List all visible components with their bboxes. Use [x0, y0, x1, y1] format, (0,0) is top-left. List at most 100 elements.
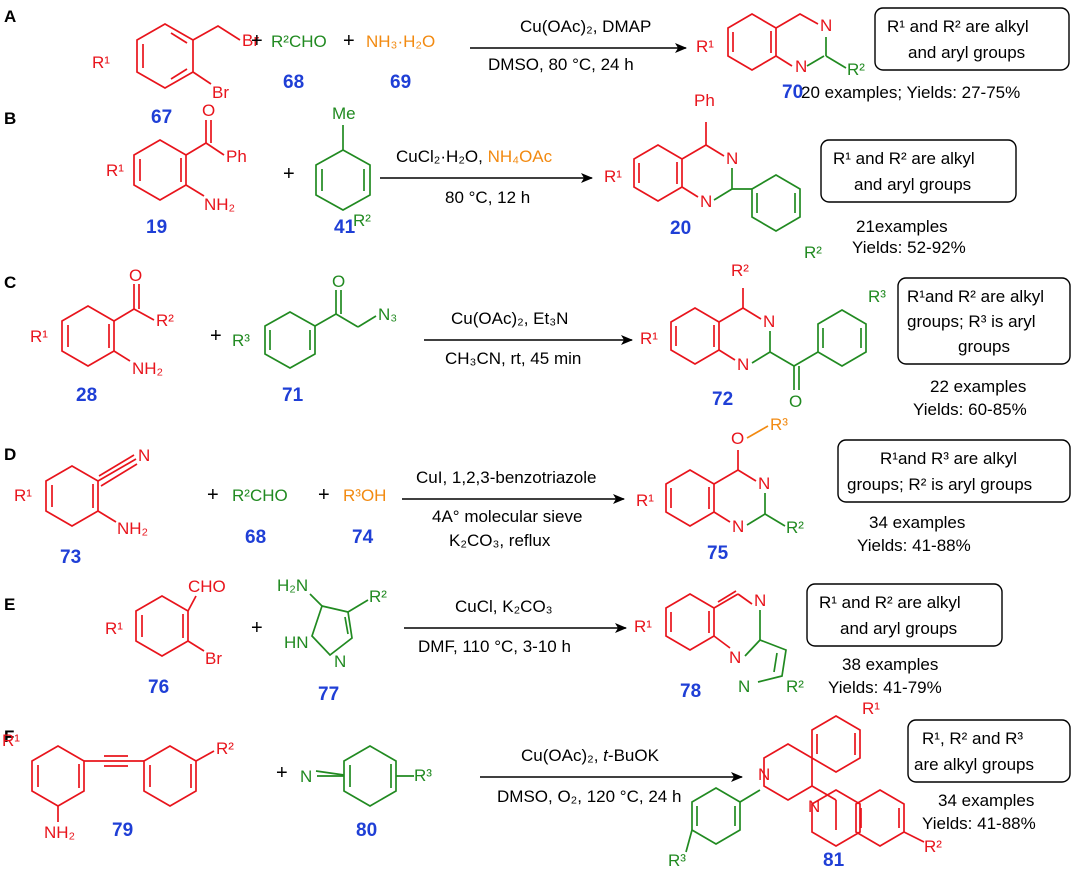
panel-label-a: A [4, 7, 16, 26]
atom-n: N [732, 517, 744, 536]
atom-nh2: NH₂ [44, 823, 75, 842]
atom-r3: R³ [668, 851, 686, 870]
compound-id: 72 [712, 389, 733, 410]
compound-id: 67 [151, 107, 172, 128]
box-line: R¹and R³ are alkyl [880, 449, 1017, 468]
result-text: 34 examples [938, 791, 1034, 810]
box-line: R¹ and R² are alkyl [833, 149, 975, 168]
compound-78-structure: N N N R² R¹ [634, 590, 804, 696]
compound-id: 20 [670, 218, 691, 239]
atom-n3: N₃ [378, 305, 397, 324]
plus-sign: + [210, 325, 222, 347]
compound-id: 69 [390, 72, 411, 93]
compound-70-structure: N N R² R¹ [696, 13, 865, 79]
atom-nh2: NH₂ [117, 519, 148, 538]
result-text: Yields: 41-79% [828, 678, 942, 697]
compound-72-structure: R² N N O R³ R¹ [640, 261, 886, 411]
plus-sign: + [207, 484, 219, 506]
reagent-r3oh: R³OH [343, 486, 386, 505]
panel-a: A Br Br R¹ 67 + R²CHO 68 + NH₃·H₂O 69 Cu… [4, 7, 1070, 128]
plus-sign: + [251, 617, 263, 639]
condition-top: Cu(OAc)₂, DMAP [520, 17, 651, 36]
atom-r2: R² [847, 60, 865, 79]
atom-ph: Ph [226, 147, 247, 166]
atom-o: O [789, 392, 802, 411]
atom-o: O [202, 101, 215, 120]
compound-67-structure: Br Br R¹ [92, 23, 259, 102]
plus-sign: + [318, 484, 330, 506]
compound-41-structure: Me R² [315, 104, 371, 230]
condition-bottom: DMSO, O₂, 120 °C, 24 h [497, 787, 681, 806]
substituent-box [837, 439, 1071, 503]
atom-br: Br [242, 31, 259, 50]
result-text: 21examples [856, 217, 948, 236]
atom-r1: R¹ [14, 486, 32, 505]
result-text: 34 examples [869, 513, 965, 532]
compound-75-structure: O R³ N N R² R¹ [636, 415, 804, 537]
reagent-r2cho: R²CHO [271, 32, 327, 51]
atom-r3: R³ [770, 415, 788, 434]
atom-n: N [738, 677, 750, 696]
compound-19-structure: O Ph NH₂ R¹ [106, 101, 247, 214]
atom-h2n: H₂N [277, 576, 308, 595]
substituent-box [907, 719, 1071, 783]
result-text: 22 examples [930, 377, 1026, 396]
atom-o: O [332, 272, 345, 291]
compound-81-structure: R¹ N N R³ R² [668, 699, 942, 870]
condition-top: Cu(OAc)₂, Et₃N [451, 309, 568, 328]
condition-bottom: DMF, 110 °C, 3-10 h [418, 637, 571, 656]
compound-71-structure: O N₃ R³ [232, 272, 397, 369]
condition-mid: 4A° molecular sieve [432, 507, 582, 526]
atom-me: Me [332, 104, 356, 123]
compound-id: 68 [245, 527, 266, 548]
atom-r2: R² [156, 311, 174, 330]
atom-r2: R² [353, 211, 371, 230]
atom-r1: R¹ [92, 53, 110, 72]
panel-e: E CHO Br R¹ 76 + H₂N R² HN N 77 CuCl, K₂… [4, 576, 1003, 705]
atom-o: O [731, 429, 744, 448]
atom-r3: R³ [868, 287, 886, 306]
condition-top: CuI, 1,2,3-benzotriazole [416, 468, 597, 487]
atom-cho: CHO [188, 577, 226, 596]
atom-r1: R¹ [30, 327, 48, 346]
condition-bottom: 80 °C, 12 h [445, 188, 530, 207]
panel-label-b: B [4, 109, 16, 128]
result-text: 20 examples; Yields: 27-75% [801, 83, 1020, 102]
atom-n: N [729, 648, 741, 667]
atom-ph: Ph [694, 91, 715, 110]
compound-id: 70 [782, 82, 803, 103]
compound-20-structure: Ph N N R² R¹ [604, 91, 822, 262]
atom-n: N [758, 474, 770, 493]
condition-bottom: DMSO, 80 °C, 24 h [488, 55, 634, 74]
compound-id: 78 [680, 681, 701, 702]
compound-76-structure: CHO Br R¹ [105, 577, 226, 668]
substituent-box [820, 139, 1017, 203]
atom-nh2: NH₂ [132, 359, 163, 378]
atom-o: O [129, 266, 142, 285]
atom-n: N [795, 57, 807, 76]
compound-28-structure: O R² NH₂ R¹ [30, 266, 174, 378]
box-line: groups; R³ is aryl [907, 312, 1035, 331]
atom-r3: R³ [232, 331, 250, 350]
result-text: 38 examples [842, 655, 938, 674]
atom-n: N [737, 355, 749, 374]
compound-77-structure: H₂N R² HN N [277, 576, 387, 671]
atom-r3: R³ [414, 766, 432, 785]
atom-r2: R² [786, 518, 804, 537]
compound-id: 73 [60, 547, 81, 568]
panel-c: C O R² NH₂ R¹ 28 + O N₃ R³ 71 Cu(OAc)₂, … [4, 261, 1071, 419]
reagent-r2cho: R²CHO [232, 486, 288, 505]
compound-id: 75 [707, 543, 729, 564]
box-line: are alkyl groups [914, 755, 1034, 774]
compound-id: 77 [318, 684, 339, 705]
panel-label-e: E [4, 595, 15, 614]
atom-n: N [700, 192, 712, 211]
condition-top: CuCl, K₂CO₃ [455, 597, 553, 616]
atom-n: N [300, 767, 312, 786]
box-line: R¹and R² are alkyl [907, 287, 1044, 306]
atom-n: N [763, 312, 775, 331]
reagent-ammonia: NH₃·H₂O [366, 32, 435, 51]
substituent-box [806, 583, 1003, 647]
atom-hn: HN [284, 633, 309, 652]
panel-b: B O Ph NH₂ R¹ 19 + Me R² 41 CuCl₂·H₂O, N… [4, 91, 1017, 262]
